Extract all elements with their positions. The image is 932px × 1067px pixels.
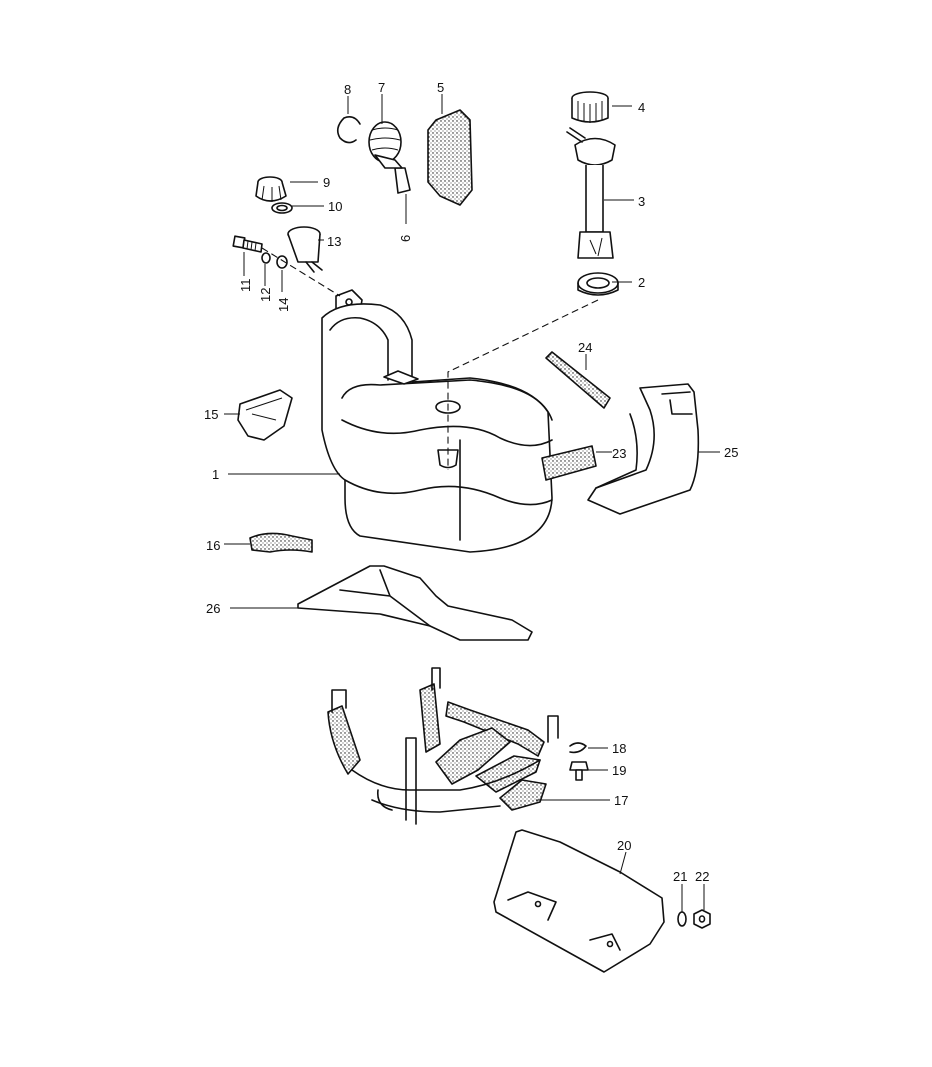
part-16-foam-strip bbox=[249, 532, 313, 553]
callout-7: 7 bbox=[378, 80, 385, 95]
callout-17: 17 bbox=[614, 793, 628, 808]
part-4-filler-cap bbox=[571, 91, 609, 123]
callout-9: 9 bbox=[323, 175, 330, 190]
part-23-foam-pad bbox=[541, 445, 597, 481]
callout-26: 26 bbox=[206, 601, 220, 616]
part-14-washer bbox=[276, 255, 288, 269]
callout-15: 15 bbox=[204, 407, 218, 422]
callout-20: 20 bbox=[617, 838, 631, 853]
leader-lines bbox=[224, 94, 720, 912]
part-5-foam-pad bbox=[427, 109, 473, 206]
part-8-circlip bbox=[336, 116, 361, 144]
callout-13: 13 bbox=[327, 234, 341, 249]
part-10-ring bbox=[271, 202, 293, 214]
callout-8: 8 bbox=[344, 82, 351, 97]
part-17-frame bbox=[327, 667, 559, 825]
callout-11: 11 bbox=[238, 279, 253, 293]
part-22-nut bbox=[693, 909, 711, 929]
part-13-filler-socket bbox=[287, 226, 323, 273]
part-3-filler-neck bbox=[566, 127, 616, 259]
part-6-plug bbox=[394, 167, 411, 194]
part-2-grommet bbox=[577, 272, 619, 296]
callout-19: 19 bbox=[612, 763, 626, 778]
part-7-rubber-boot bbox=[368, 121, 403, 169]
part-1-fuel-tank bbox=[321, 303, 553, 553]
assembly-line-filler bbox=[447, 299, 599, 470]
part-24-foam-strip bbox=[545, 351, 611, 409]
callout-14: 14 bbox=[276, 298, 291, 312]
callout-23: 23 bbox=[612, 446, 626, 461]
callout-16: 16 bbox=[206, 538, 220, 553]
callout-12: 12 bbox=[258, 288, 273, 302]
callout-22: 22 bbox=[695, 869, 709, 884]
part-12-washer bbox=[261, 252, 271, 264]
part-20-cover bbox=[493, 829, 665, 973]
assembly-line-bolt bbox=[261, 247, 341, 297]
part-26-shield bbox=[297, 565, 533, 641]
callout-4: 4 bbox=[638, 100, 645, 115]
callout-6: 6 bbox=[398, 235, 413, 242]
callout-1: 1 bbox=[212, 467, 219, 482]
callout-2: 2 bbox=[638, 275, 645, 290]
part-9-cap bbox=[255, 176, 287, 202]
part-21-spring-washer bbox=[677, 911, 687, 927]
callout-24: 24 bbox=[578, 340, 592, 355]
callout-3: 3 bbox=[638, 194, 645, 209]
callout-18: 18 bbox=[612, 741, 626, 756]
callout-5: 5 bbox=[437, 80, 444, 95]
part-15-foam-block bbox=[237, 389, 293, 441]
part-18-clip bbox=[569, 742, 587, 754]
part-11-bolt bbox=[232, 235, 263, 253]
callout-21: 21 bbox=[673, 869, 687, 884]
callout-10: 10 bbox=[328, 199, 342, 214]
callout-25: 25 bbox=[724, 445, 738, 460]
part-25-support-channel bbox=[587, 383, 700, 515]
part-19-screw bbox=[569, 761, 589, 781]
